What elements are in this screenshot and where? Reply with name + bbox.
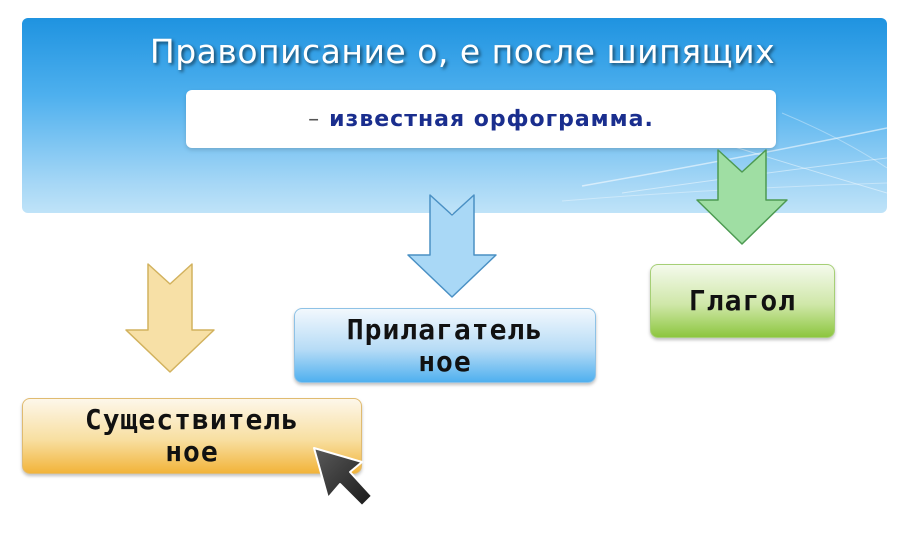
subtitle-text: известная орфограмма. <box>329 106 654 132</box>
adjective-label-line2: ное <box>418 344 472 378</box>
subtitle-box: – известная орфограмма. <box>186 90 776 148</box>
verb-label: Глагол <box>688 284 797 317</box>
arrow-down-noun-icon <box>125 263 215 373</box>
noun-label-line1: Существитель <box>84 403 300 436</box>
arrow-down-verb-icon <box>696 149 788 245</box>
mouse-pointer-icon <box>313 447 373 507</box>
subtitle-dash: – <box>308 106 320 132</box>
verb-box: Глагол <box>650 264 835 338</box>
adjective-label-line1: Прилагатель <box>346 312 544 346</box>
adjective-box: Прилагатель ное <box>294 308 596 383</box>
page-title: Правописание о, е после шипящих <box>149 32 776 71</box>
arrow-down-adjective-icon <box>407 194 497 298</box>
noun-box: Существитель ное <box>22 398 362 474</box>
noun-label-line2: ное <box>165 435 219 468</box>
